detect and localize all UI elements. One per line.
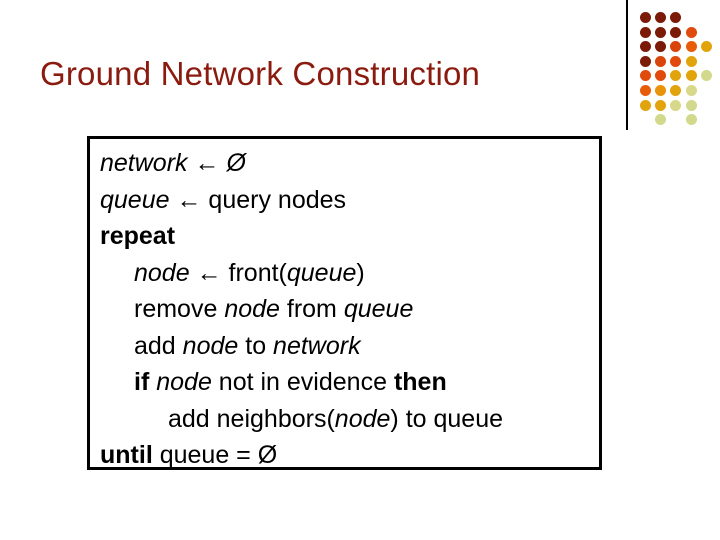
deco-dot xyxy=(655,114,667,126)
deco-dot xyxy=(640,41,651,53)
line-remove-node: remove node from queue xyxy=(100,291,599,328)
code-token: queue = Ø xyxy=(152,441,278,469)
code-token: Ø xyxy=(226,149,246,177)
deco-dot xyxy=(670,12,682,23)
code-token: from xyxy=(279,295,344,323)
deco-dot xyxy=(640,85,651,96)
deco-dot xyxy=(655,26,667,38)
code-token: then xyxy=(393,368,447,396)
deco-dot xyxy=(655,70,667,82)
code-token: add neighbors( xyxy=(168,404,335,433)
deco-dot xyxy=(685,26,697,38)
deco-dot xyxy=(685,99,697,111)
line-network-init: network ← Ø xyxy=(100,145,599,182)
line-until: until queue = Ø xyxy=(100,437,599,474)
deco-dot xyxy=(640,70,651,82)
deco-dot xyxy=(700,41,712,53)
code-token: front( xyxy=(221,258,287,287)
code-token: ← xyxy=(194,149,220,177)
code-token: node xyxy=(182,331,239,360)
code-token: not in evidence xyxy=(211,368,394,396)
code-token: network xyxy=(273,331,361,360)
code-token: node xyxy=(224,295,280,323)
deco-dot xyxy=(640,12,651,23)
dot-grid xyxy=(620,0,720,136)
deco-dot xyxy=(685,114,697,126)
code-token: remove xyxy=(134,295,225,323)
deco-dot xyxy=(670,99,682,111)
deco-dot xyxy=(670,55,682,67)
code-token: queue xyxy=(286,258,357,287)
deco-dot xyxy=(685,70,697,82)
deco-dot xyxy=(670,41,682,53)
deco-dot xyxy=(685,55,697,67)
decorative-dot-motif xyxy=(620,0,720,136)
code-token: until xyxy=(100,441,153,469)
code-token: ← xyxy=(176,185,202,214)
deco-dot xyxy=(670,85,682,96)
code-token: node xyxy=(134,258,190,287)
line-add-node: add node to network xyxy=(100,328,599,365)
code-token: add xyxy=(134,331,183,360)
deco-dot xyxy=(700,70,712,82)
deco-dot xyxy=(655,85,667,96)
code-token: if xyxy=(134,368,150,396)
code-token xyxy=(188,149,195,177)
line-node-front: node ← front(queue) xyxy=(100,255,599,292)
code-token: ← xyxy=(196,258,222,287)
code-token xyxy=(190,259,197,287)
vertical-rule-divider xyxy=(626,0,628,130)
deco-dot xyxy=(640,55,651,67)
code-token: network xyxy=(100,149,188,177)
code-token: to xyxy=(238,331,274,360)
deco-dot xyxy=(655,55,667,67)
code-token: node xyxy=(334,404,391,433)
line-queue-init: queue ← query nodes xyxy=(100,182,599,219)
code-token: ) to queue xyxy=(390,404,504,433)
code-token: ) xyxy=(356,258,365,287)
deco-dot xyxy=(685,41,697,53)
line-if-evidence: if node not in evidence then xyxy=(100,364,599,401)
deco-dot xyxy=(685,85,697,96)
code-token: repeat xyxy=(100,222,176,250)
deco-dot xyxy=(655,99,667,111)
deco-dot xyxy=(655,12,667,23)
code-token: queue xyxy=(343,295,414,323)
page-title: Ground Network Construction xyxy=(40,55,481,92)
deco-dot xyxy=(640,99,651,111)
code-token: query nodes xyxy=(201,185,347,214)
line-repeat: repeat xyxy=(100,218,599,255)
deco-dot xyxy=(670,70,682,82)
code-token: node xyxy=(156,368,212,396)
deco-dot xyxy=(670,26,682,38)
deco-dot xyxy=(640,26,651,38)
deco-dot xyxy=(655,41,667,53)
line-add-neighbors: add neighbors(node) to queue xyxy=(100,401,599,438)
code-token: queue xyxy=(100,185,170,214)
